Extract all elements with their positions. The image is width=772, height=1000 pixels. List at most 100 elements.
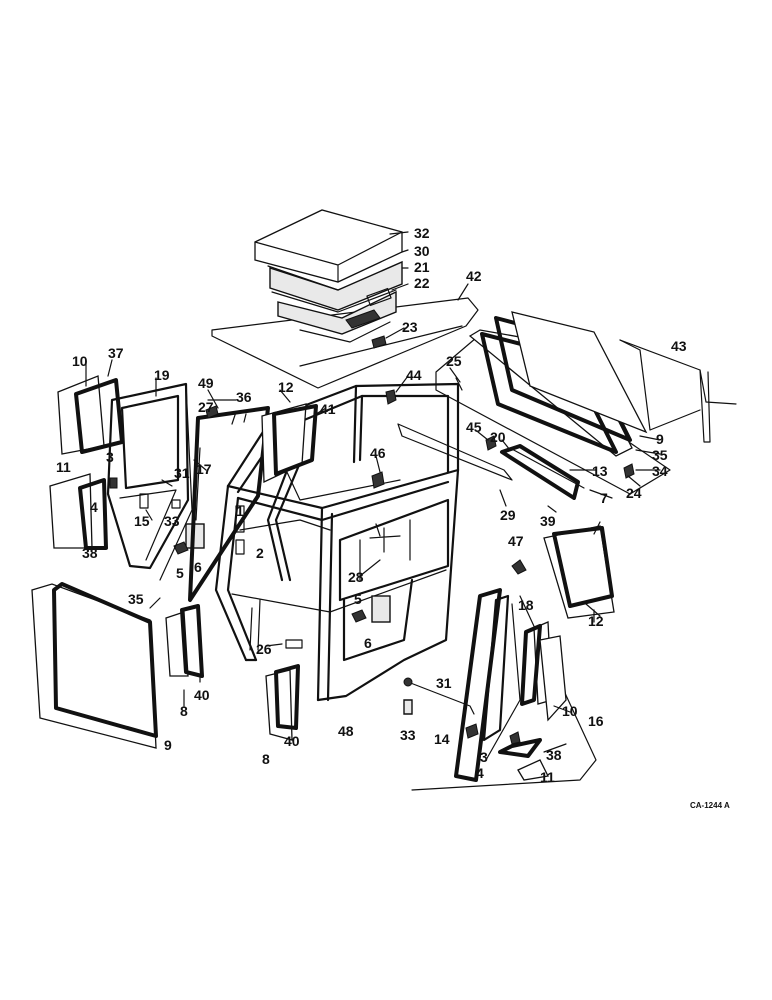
part-label: 4 [476,765,484,781]
knob-31 [403,677,413,687]
part-label: 5 [354,591,362,607]
bracket-44 [385,389,397,405]
seal-41r [552,526,614,608]
part-label: 31 [436,675,452,691]
part-label: 49 [198,375,214,391]
roof-assembly [211,209,479,389]
part-label: 16 [588,713,604,729]
part-label: 15 [134,513,150,529]
part-label: 18 [518,597,534,613]
part-label: 7 [600,490,608,506]
part-label: 21 [414,259,430,275]
part-label: 9 [164,737,172,753]
part-label: 34 [652,463,668,479]
right-side-panels [403,525,615,791]
left-door-assembly [49,375,318,602]
part-label: 12 [588,613,604,629]
part-label: 6 [364,635,372,651]
part-label: 29 [500,507,516,523]
part-label: 40 [194,687,210,703]
glass-9 [31,583,157,749]
part-label: 40 [284,733,300,749]
seal-35 [52,582,158,738]
part-label: 20 [490,429,506,445]
leader-lines [85,231,661,753]
cab-frame-48 [173,382,460,702]
part-label: 1 [236,503,244,519]
part-label: 41 [320,401,336,417]
part-label: 26 [256,641,272,657]
part-label: 13 [592,463,608,479]
part-label: 42 [466,268,482,284]
part-label: 14 [434,731,450,747]
seal-41 [272,404,318,476]
part-label: 19 [154,367,170,383]
latch-plate-6b [371,595,391,623]
bracket-23 [371,335,387,349]
hinge-24 [623,463,635,479]
seal-door-right [454,588,502,782]
part-label: 45 [466,419,482,435]
seal-10r [520,624,542,706]
part-label: 46 [370,445,386,461]
part-label: 44 [406,367,422,383]
part-label: 47 [508,533,524,549]
part-label: 11 [540,769,555,785]
door-seal-36 [188,406,270,602]
part-label: 25 [446,353,462,369]
part-label: 33 [400,727,416,743]
part-label: 8 [262,751,270,767]
part-label: 37 [108,345,124,361]
diagram-code: CA-1244 A [690,801,730,810]
part-label: 10 [562,703,578,719]
rail-29 [397,423,513,481]
hinge-45 [485,435,497,451]
part-label: 12 [278,379,294,395]
glass-11r [517,759,549,781]
hinge-47 [511,559,527,575]
part-label: 17 [196,461,212,477]
roof-panel-42 [211,297,479,389]
lower-left-glass [31,582,300,749]
seal-40 [180,604,204,678]
part-label: 2 [256,545,264,561]
part-labels: 32 30 21 22 42 23 44 43 25 10 37 19 49 3… [56,225,730,810]
part-label: 22 [414,275,430,291]
part-label: 8 [180,703,188,719]
seal-39 [500,444,580,500]
part-label: 48 [338,723,354,739]
part-label: 3 [480,749,488,765]
part-label: 9 [656,431,664,447]
part-label: 6 [194,559,202,575]
roof-module-lower [277,290,397,335]
part-label: 5 [176,565,184,581]
rear-window-assembly [385,311,737,500]
part-label: 24 [626,485,642,501]
part-label: 32 [414,225,430,241]
seal-37 [74,378,124,454]
part-label: 36 [236,389,252,405]
seal-38 [78,478,108,550]
seal-40b [274,664,300,730]
part-label: 28 [348,569,364,585]
part-label: 10 [72,353,88,369]
part-label: 43 [671,338,687,354]
glass-rear-outer [511,311,648,434]
part-label: 23 [402,319,418,335]
part-label: 11 [56,459,71,475]
part-label: 31 [174,465,190,481]
part-label: 27 [198,399,214,415]
part-label: 38 [546,747,562,763]
part-label: 3 [106,449,114,465]
seal-38r [498,738,542,758]
part-label: 35 [652,447,668,463]
part-label: 35 [128,591,144,607]
part-label: 39 [540,513,556,529]
part-label: 38 [82,545,98,561]
part-label: 4 [90,499,98,515]
bushing-33 [403,699,413,715]
part-label: 33 [164,513,180,529]
part-label: 30 [414,243,430,259]
handle-14 [465,723,479,739]
